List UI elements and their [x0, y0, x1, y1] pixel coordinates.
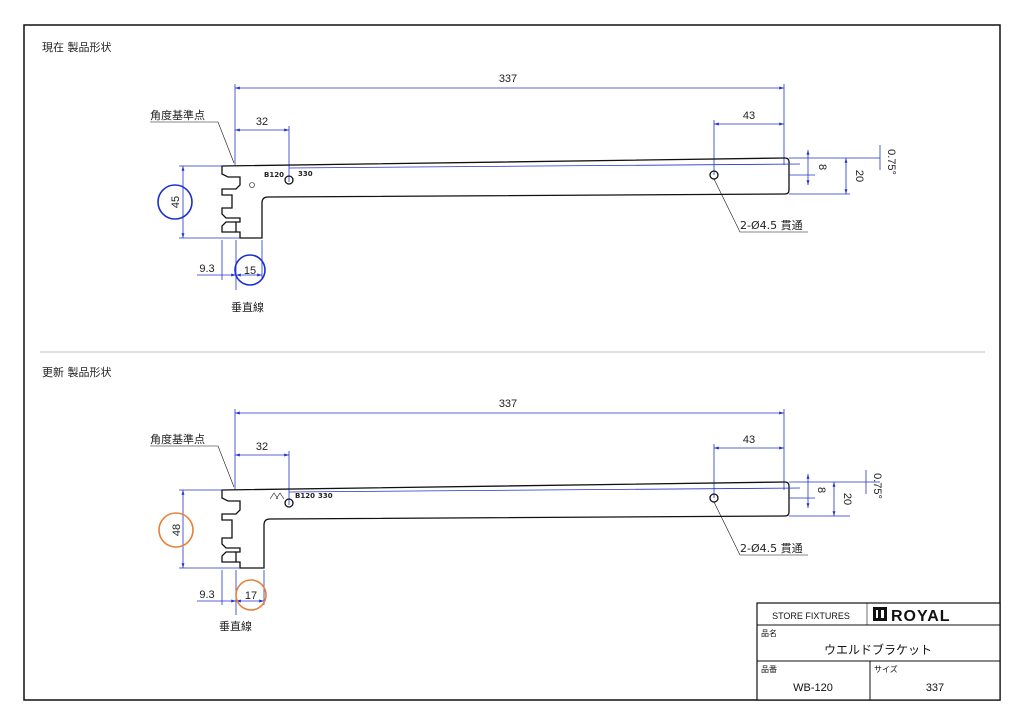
- hole-left: [284, 175, 294, 185]
- dim-right-h2: 20: [841, 493, 853, 505]
- title-block: STORE FIXTURES ROYAL 品名 ウエルドブラケット 品番 WB-…: [756, 602, 1001, 701]
- name-label: 品名: [761, 628, 777, 638]
- datum-label: 角度基準点: [150, 432, 205, 446]
- stamp-length: 330: [298, 170, 313, 178]
- section-title: 更新 製品形状: [42, 365, 112, 379]
- brand-name: ROYAL: [891, 608, 951, 625]
- section-title: 現在 製品形状: [42, 40, 112, 54]
- dim-right-h1: 8: [815, 487, 827, 493]
- size-value: 337: [926, 682, 944, 694]
- dim-right-h2: 20: [853, 170, 865, 182]
- small-hole: [249, 182, 255, 188]
- vertical-label: 垂直線: [219, 619, 252, 633]
- highlight-circle-width: [234, 254, 266, 286]
- highlight-circle-height: [157, 184, 193, 220]
- datum-label: 角度基準点: [150, 108, 205, 122]
- dim-hook-height: 45: [170, 196, 182, 208]
- hole-note: 2-Ø4.5 貫通: [740, 219, 803, 232]
- dim-hook-width: 17: [245, 590, 257, 602]
- company-tag: STORE FIXTURES: [772, 611, 850, 621]
- vertical-label: 垂直線: [231, 300, 264, 314]
- bracket-outline: [221, 481, 790, 569]
- dim-notch-gap: 9.3: [199, 589, 214, 601]
- hole-left: [284, 498, 294, 508]
- stamp-length: 330: [318, 492, 333, 500]
- dim-right-h1: 8: [816, 164, 828, 170]
- dim-hook-width: 15: [244, 265, 256, 277]
- sheet-border: [23, 24, 1001, 701]
- dim-right-offset: 43: [743, 110, 755, 122]
- dim-right-offset: 43: [743, 434, 755, 446]
- section-current: 現在 製品形状 337 32 43 角度基準点 B120 330: [42, 40, 897, 314]
- stamp-model: B120: [295, 492, 315, 500]
- name-value: ウエルドブラケット: [824, 642, 932, 657]
- stamp-model: B120: [264, 171, 284, 179]
- dim-hook-height: 48: [171, 524, 183, 536]
- dim-notch-gap: 9.3: [199, 263, 214, 275]
- royal-logo: ROYAL: [873, 607, 951, 625]
- part-value: WB-120: [793, 682, 833, 694]
- section-updated: 更新 製品形状 337 32 43 角度基準点 B120 330 48 9.3: [42, 365, 883, 633]
- part-label: 品番: [761, 664, 777, 674]
- dim-overall: 337: [499, 73, 517, 85]
- dim-left-offset: 32: [256, 116, 268, 128]
- hole-note: 2-Ø4.5 貫通: [740, 542, 803, 555]
- bracket-outline: [221, 157, 790, 239]
- dim-angle: 0.75°: [885, 149, 897, 175]
- logo-mark-icon: [269, 492, 285, 500]
- highlight-circle-width: [235, 579, 267, 611]
- highlight-circle-height: [158, 512, 194, 548]
- dim-overall: 337: [499, 398, 517, 410]
- dim-angle: 0.75°: [871, 473, 883, 499]
- dim-left-offset: 32: [256, 441, 268, 453]
- size-label: サイズ: [874, 664, 898, 674]
